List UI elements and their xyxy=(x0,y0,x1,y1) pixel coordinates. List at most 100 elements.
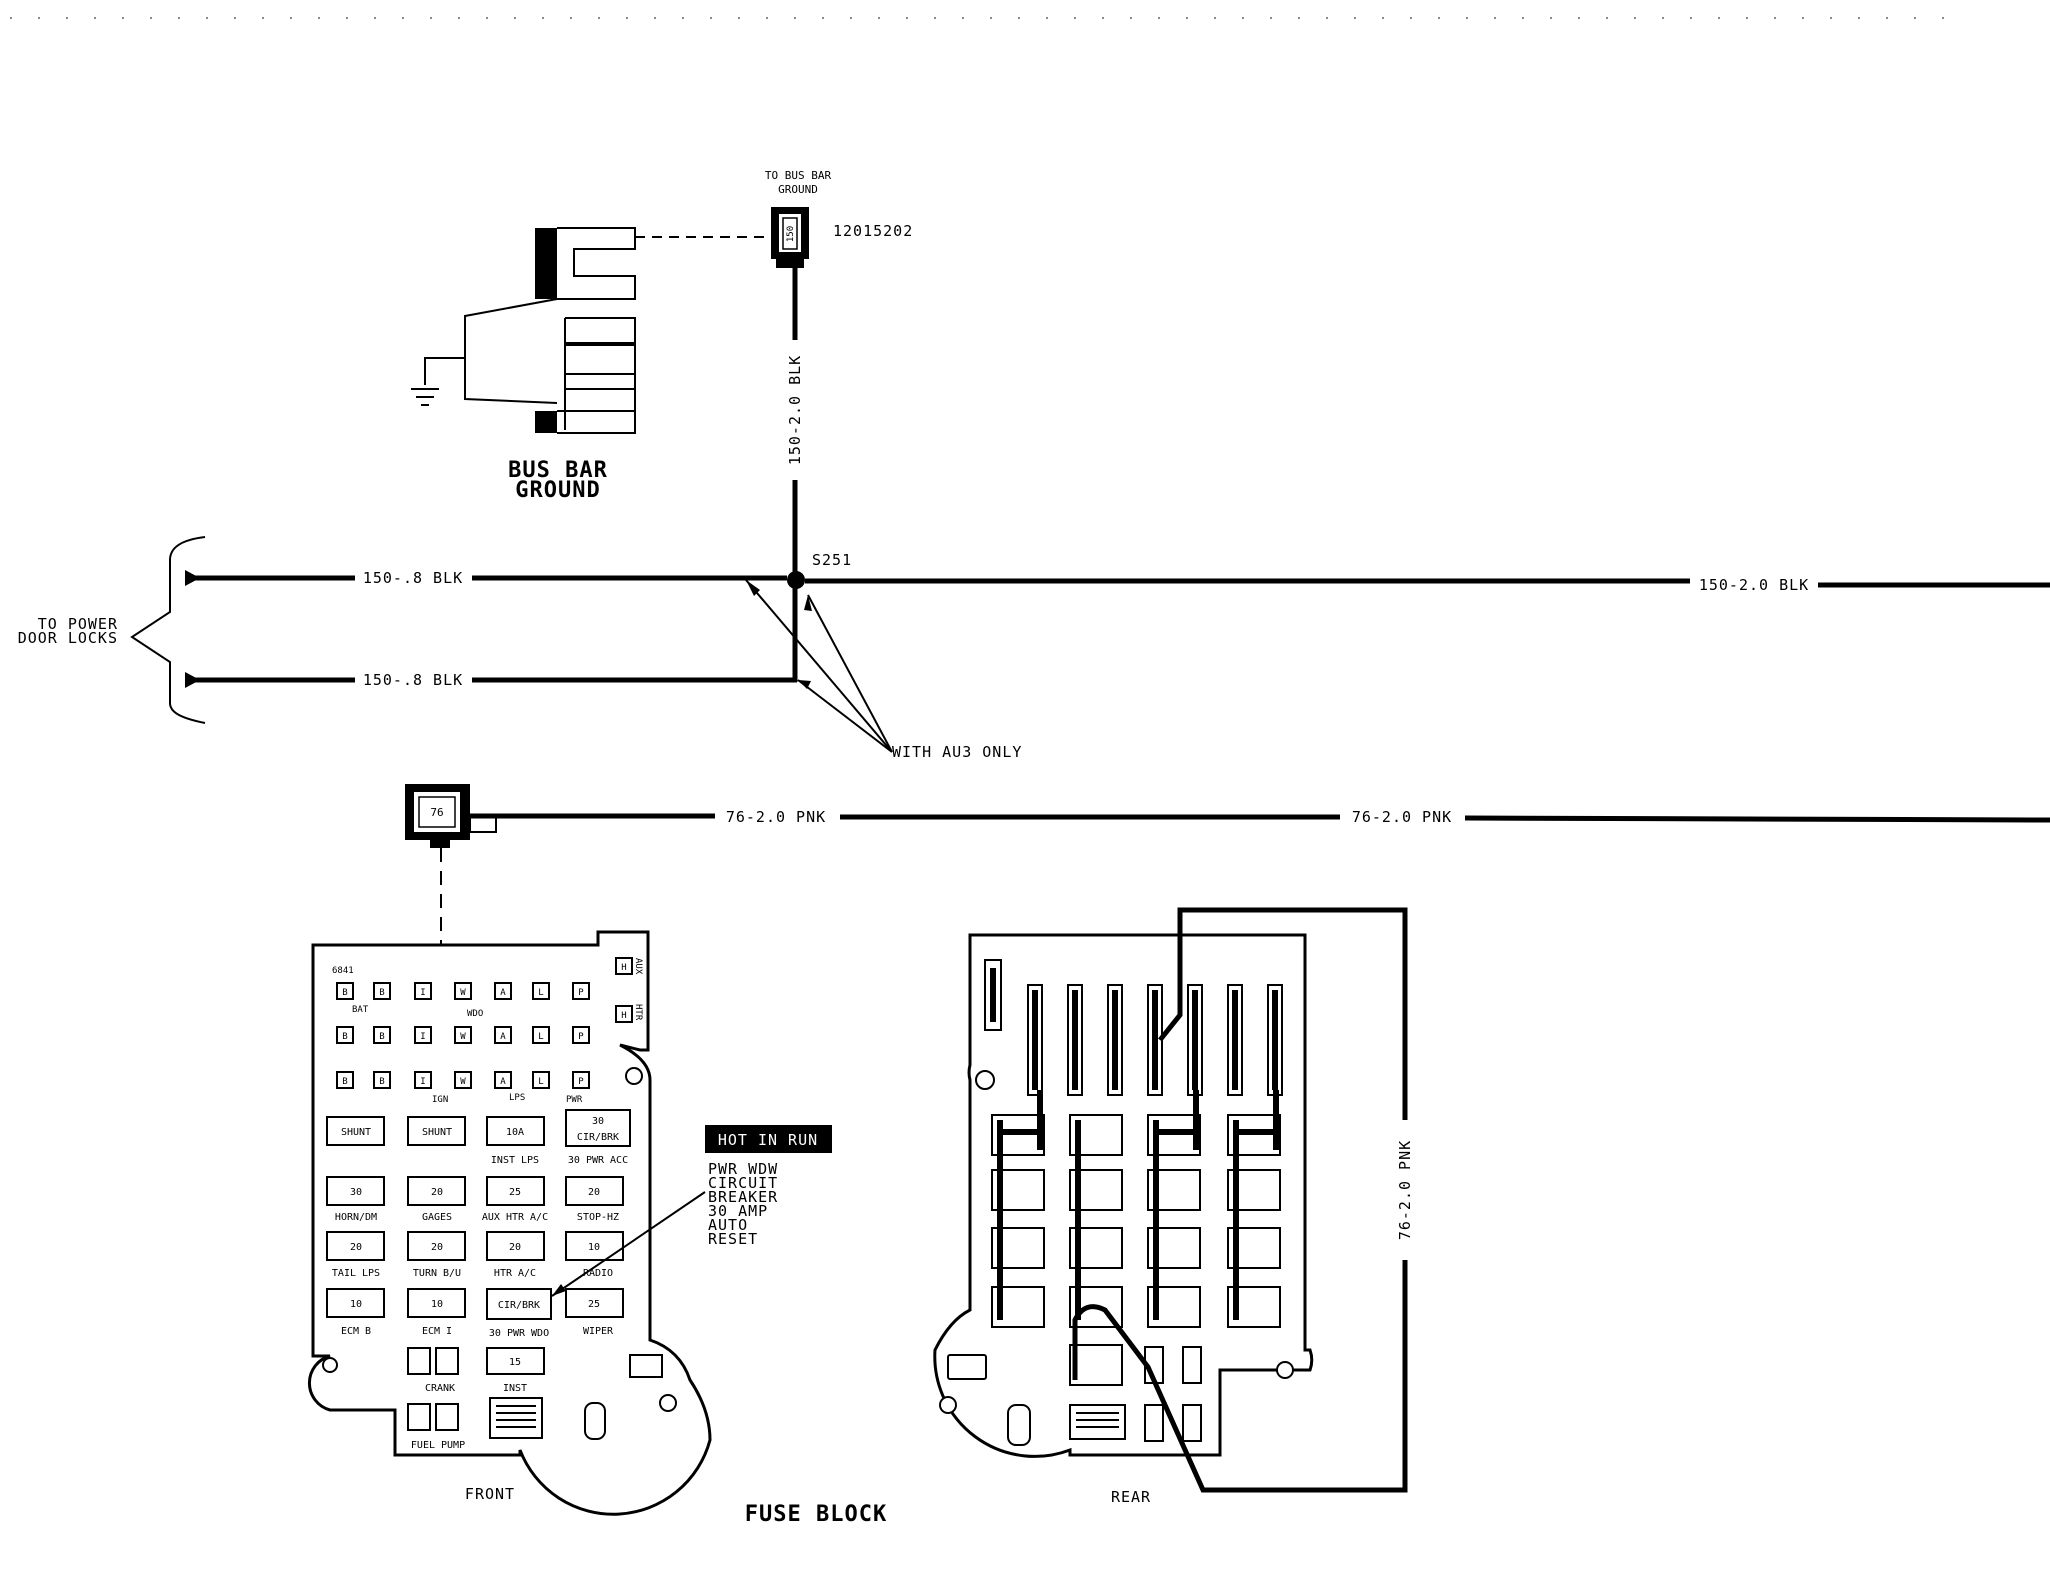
svg-text:10A: 10A xyxy=(506,1127,524,1138)
wire-label-lower-left: 150-.8 BLK xyxy=(363,671,463,689)
wire-pnk-c xyxy=(1464,815,2050,823)
svg-text:FUEL PUMP: FUEL PUMP xyxy=(411,1440,465,1451)
svg-text:HORN/DM: HORN/DM xyxy=(335,1212,377,1223)
svg-text:10: 10 xyxy=(588,1242,600,1253)
wire-label-right-main: 150-2.0 BLK xyxy=(1699,576,1809,594)
arrow-upper-left xyxy=(185,570,200,586)
front-relay-slots xyxy=(336,957,633,1089)
wire-label-vertical-blk: 150-2.0 BLK xyxy=(786,355,804,465)
svg-text:6841: 6841 xyxy=(332,966,354,976)
svg-text:20: 20 xyxy=(509,1242,521,1253)
svg-text:25: 25 xyxy=(588,1299,600,1310)
svg-text:W: W xyxy=(460,1077,466,1087)
svg-text:STOP-HZ: STOP-HZ xyxy=(577,1212,619,1223)
svg-text:B: B xyxy=(379,988,384,998)
bus-bar-connector-label-1: TO BUS BAR xyxy=(765,169,832,182)
svg-text:WIPER: WIPER xyxy=(583,1326,614,1337)
svg-text:I: I xyxy=(420,1032,425,1042)
svg-text:TAIL LPS: TAIL LPS xyxy=(332,1268,380,1279)
wire-label-bg xyxy=(784,340,806,480)
svg-text:INST LPS: INST LPS xyxy=(491,1155,539,1166)
front-fuses xyxy=(326,1109,631,1431)
svg-text:B: B xyxy=(342,1077,347,1087)
hot-in-run-pointer xyxy=(551,1191,706,1297)
svg-text:B: B xyxy=(342,1032,347,1042)
front-small-labels: 6841 BAT WDO IGN LPS PWR AUX HTR xyxy=(332,958,643,1105)
splice-label: S251 xyxy=(812,551,852,569)
svg-text:CIRCUIT: CIRCUIT xyxy=(708,1174,778,1192)
wire-label-upper-left: 150-.8 BLK xyxy=(363,569,463,587)
svg-text:AUX: AUX xyxy=(633,958,643,975)
svg-text:GAGES: GAGES xyxy=(422,1212,452,1223)
svg-text:W: W xyxy=(460,1032,466,1042)
au3-pointers xyxy=(745,579,893,753)
svg-text:A: A xyxy=(500,1077,506,1087)
bus-bar-title-2: GROUND xyxy=(515,478,600,503)
svg-text:20: 20 xyxy=(350,1242,362,1253)
hot-in-run-text: HOT IN RUN xyxy=(718,1131,818,1149)
svg-text:25: 25 xyxy=(509,1187,521,1198)
power-door-locks-label-1: TO POWER xyxy=(38,615,118,633)
bus-bar-connector: 150 xyxy=(771,207,809,268)
svg-text:L: L xyxy=(538,1077,543,1087)
svg-text:30 AMP: 30 AMP xyxy=(708,1202,768,1220)
svg-text:SHUNT: SHUNT xyxy=(341,1127,371,1138)
svg-text:10: 10 xyxy=(350,1299,362,1310)
wire-label-pnk-vertical: 76-2.0 PNK xyxy=(1396,1140,1414,1240)
svg-text:30: 30 xyxy=(350,1187,362,1198)
svg-text:20: 20 xyxy=(431,1187,443,1198)
svg-text:HTR A/C: HTR A/C xyxy=(494,1268,536,1279)
bus-bar-connector-label-2: GROUND xyxy=(778,183,818,196)
fuse-block-title: FUSE BLOCK xyxy=(745,1502,887,1527)
svg-text:20: 20 xyxy=(588,1187,600,1198)
svg-text:BAT: BAT xyxy=(352,1005,369,1015)
svg-text:P: P xyxy=(578,988,584,998)
svg-text:A: A xyxy=(500,1032,506,1042)
svg-text:TURN B/U: TURN B/U xyxy=(413,1268,461,1279)
front-caption: FRONT xyxy=(465,1485,515,1503)
svg-text:B: B xyxy=(342,988,347,998)
svg-text:15: 15 xyxy=(509,1357,521,1368)
svg-text:AUX HTR A/C: AUX HTR A/C xyxy=(482,1212,548,1223)
svg-text:I: I xyxy=(420,988,425,998)
svg-text:IGN: IGN xyxy=(432,1095,448,1105)
svg-text:PWR: PWR xyxy=(566,1095,583,1105)
svg-text:P: P xyxy=(578,1077,584,1087)
arrow-lower-left xyxy=(185,672,200,688)
svg-text:I: I xyxy=(420,1077,425,1087)
bus-bar-title-1: BUS BAR xyxy=(508,458,608,483)
pnk-connector-circuit: 76 xyxy=(430,806,443,819)
svg-text:A: A xyxy=(500,988,506,998)
svg-text:BREAKER: BREAKER xyxy=(708,1188,778,1206)
rear-pnk-label-bg xyxy=(1394,1120,1416,1260)
svg-text:20: 20 xyxy=(431,1242,443,1253)
rear-caption: REAR xyxy=(1111,1488,1151,1506)
hot-in-run-badge xyxy=(705,1125,832,1153)
wire-label-pnk-left: 76-2.0 PNK xyxy=(726,808,826,826)
svg-text:ECM B: ECM B xyxy=(341,1326,371,1337)
svg-text:ECM I: ECM I xyxy=(422,1326,452,1337)
svg-text:RADIO: RADIO xyxy=(583,1268,613,1279)
svg-text:10: 10 xyxy=(431,1299,443,1310)
au3-arrowheads xyxy=(746,580,812,689)
svg-text:INST: INST xyxy=(503,1383,527,1394)
front-fuse-block xyxy=(307,930,712,1516)
svg-text:W: W xyxy=(460,988,466,998)
svg-text:PWR WDW: PWR WDW xyxy=(708,1160,778,1178)
svg-text:B: B xyxy=(379,1032,384,1042)
svg-text:30: 30 xyxy=(592,1116,604,1127)
hot-in-run-arrowhead xyxy=(552,1284,566,1296)
hot-in-run-lines: PWR WDW CIRCUIT BREAKER 30 AMP AUTO RESE… xyxy=(708,1160,778,1248)
pnk-connector: 76 xyxy=(405,784,497,848)
door-locks-brace xyxy=(130,536,206,724)
front-fuse-labels: INST LPS 30 PWR ACC HORN/DM GAGES AUX HT… xyxy=(332,1155,628,1451)
svg-text:H: H xyxy=(621,963,626,973)
svg-text:30 PWR ACC: 30 PWR ACC xyxy=(568,1155,628,1166)
svg-text:SHUNT: SHUNT xyxy=(422,1127,452,1138)
rear-bus-strips xyxy=(990,968,1279,1320)
svg-text:H: H xyxy=(621,1011,626,1021)
option-note: WITH AU3 ONLY xyxy=(892,743,1022,761)
bus-bar-ground-symbol xyxy=(411,227,636,434)
svg-text:AUTO: AUTO xyxy=(708,1216,748,1234)
